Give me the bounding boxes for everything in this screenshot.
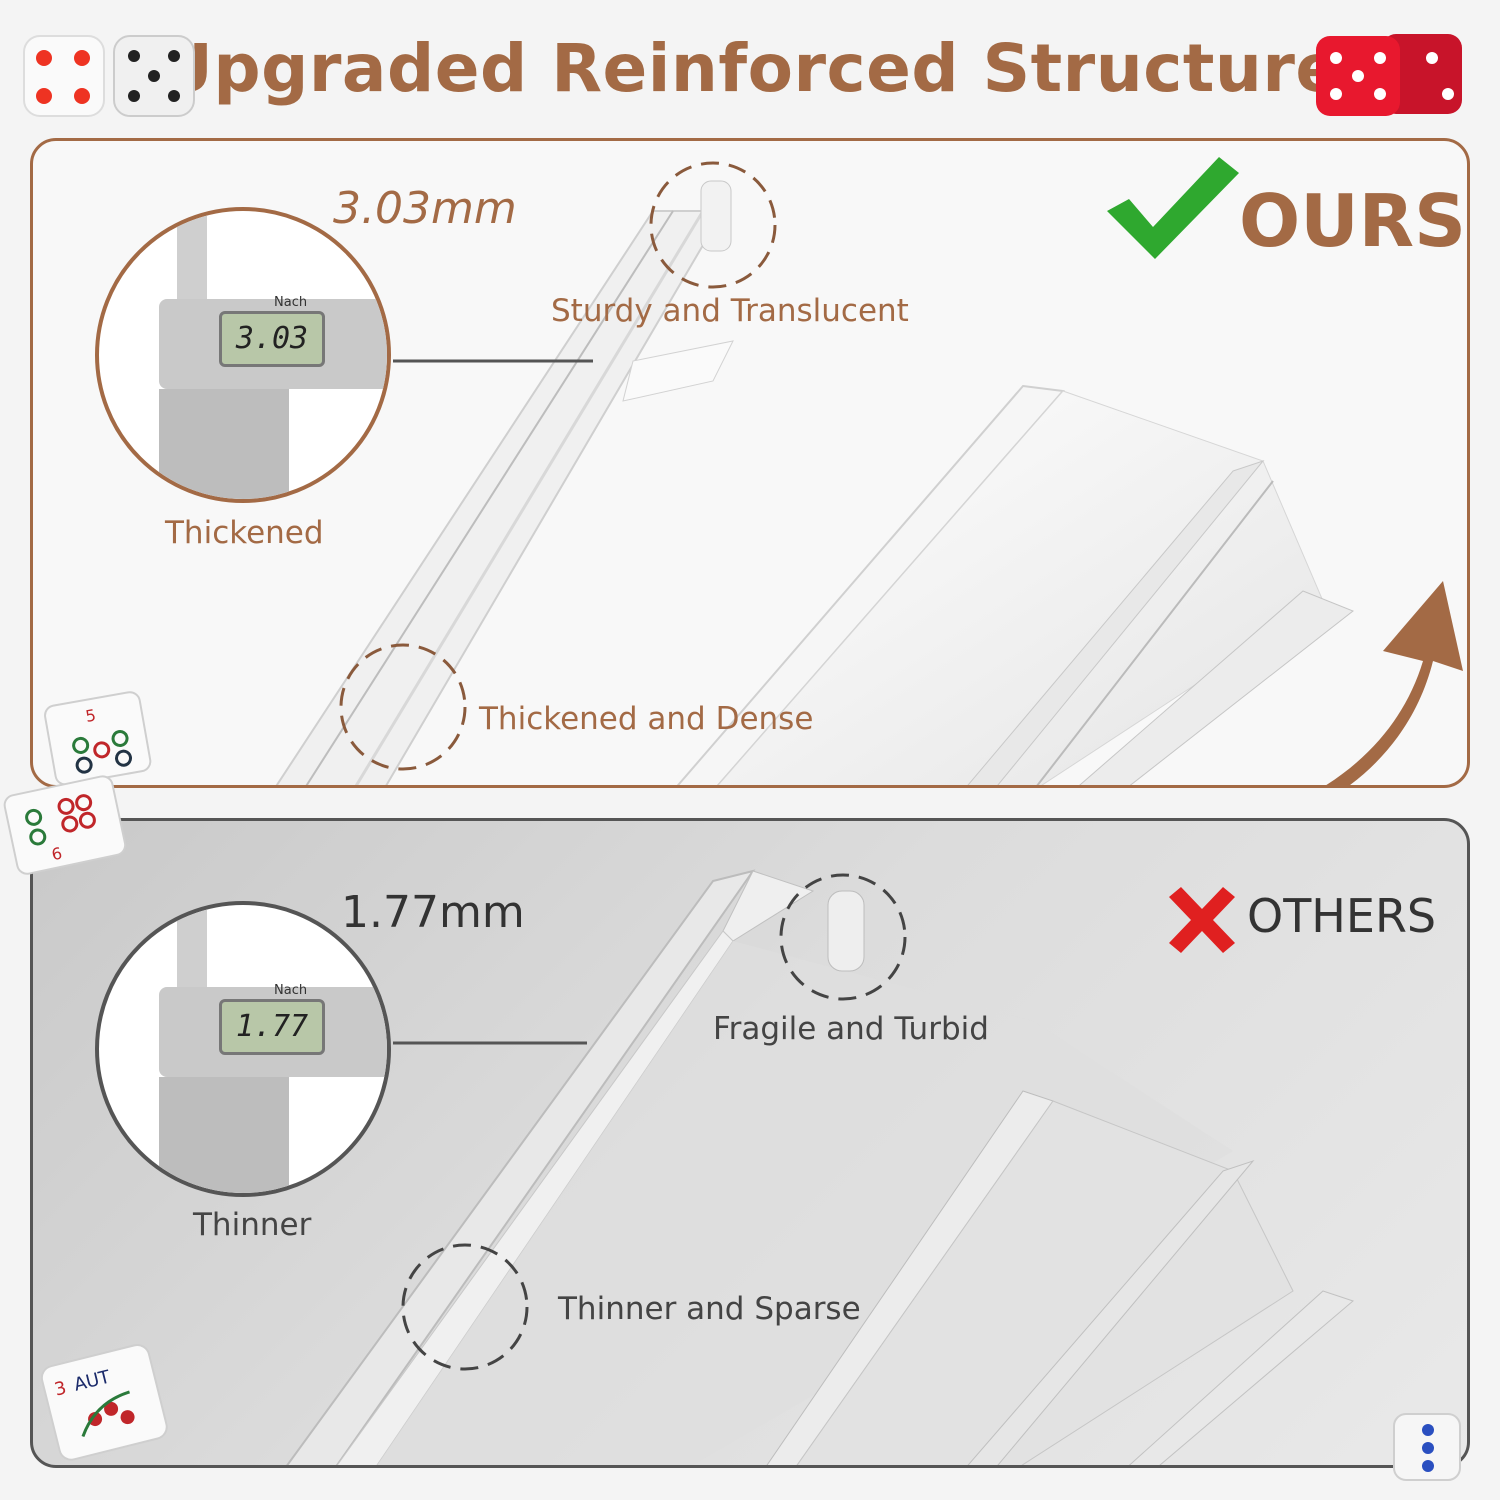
- check-icon: [1107, 157, 1239, 259]
- others-caliper-brand: Nach: [274, 983, 308, 998]
- mahjong-tile-5-icon: 5: [44, 691, 152, 786]
- others-zoom-label: Thinner: [193, 1207, 312, 1243]
- cross-icon: [1169, 887, 1235, 953]
- tile-3-label: 3: [52, 1377, 68, 1400]
- others-top-label: Fragile and Turbid: [713, 1011, 989, 1047]
- others-measurement: 1.77mm: [341, 887, 525, 938]
- others-caliper-zoom: 1.77 Nach: [95, 901, 391, 1197]
- white-dice-icon: [23, 35, 195, 117]
- ours-bottom-label: Thickened and Dense: [479, 701, 814, 737]
- others-panel: 1.77 Nach 1.77mm Thinner Fragile and Tur…: [30, 818, 1470, 1468]
- ours-measurement: 3.03mm: [333, 183, 517, 234]
- ours-panel: 3.03 Nach 3.03mm Thickened Sturdy and Tr…: [30, 138, 1470, 788]
- ours-caliper-reading: 3.03: [235, 321, 309, 356]
- ours-rack-illustration: [275, 161, 1463, 785]
- red-dice-icon: [1316, 34, 1462, 116]
- ours-caliper-zoom: 3.03 Nach: [95, 207, 391, 503]
- others-rack-illustration: [286, 869, 1354, 1465]
- tile-6-label: 6: [50, 844, 64, 865]
- ours-zoom-label: Thickened: [165, 515, 324, 551]
- others-bottom-label: Thinner and Sparse: [558, 1291, 861, 1327]
- ours-caliper-screen: 3.03: [219, 311, 325, 367]
- tile-5-label: 5: [84, 705, 97, 725]
- others-caliper-screen: 1.77: [219, 999, 325, 1055]
- ours-top-label: Sturdy and Translucent: [551, 293, 909, 329]
- mahjong-tile-6-icon: 6: [3, 775, 127, 875]
- ours-caliper-brand: Nach: [274, 295, 308, 310]
- mahjong-tile-autumn-icon: 3 AUT: [40, 1343, 168, 1461]
- others-caliper-reading: 1.77: [235, 1009, 309, 1044]
- page-title: Upgraded Reinforced Structure: [159, 30, 1341, 107]
- others-badge: OTHERS: [1247, 889, 1437, 943]
- ours-badge: OURS: [1239, 179, 1466, 263]
- blue-dice-icon: [1393, 1413, 1461, 1481]
